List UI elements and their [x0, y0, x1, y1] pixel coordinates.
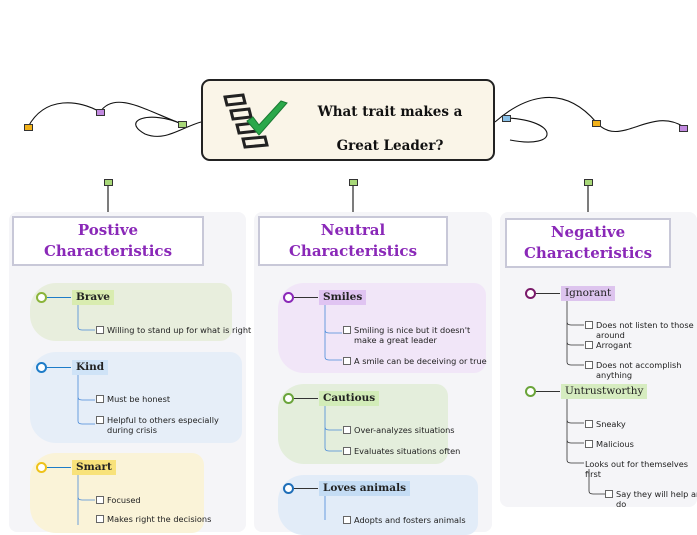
list-item[interactable]: Adopts and fosters animals — [343, 515, 466, 525]
trait-bubble-brave — [30, 283, 232, 341]
checkbox-icon[interactable] — [96, 515, 104, 523]
connector-tag[interactable] — [96, 109, 105, 116]
trait-dot[interactable] — [283, 393, 294, 404]
connector-tag[interactable] — [592, 120, 601, 127]
list-item[interactable]: Makes right the decisions — [96, 514, 211, 524]
trait-branch — [324, 496, 326, 520]
connector-tag[interactable] — [502, 115, 511, 122]
list-item[interactable]: Sneaky — [585, 419, 626, 429]
trait-cautious[interactable]: Cautious — [319, 391, 380, 406]
connector-tag[interactable] — [349, 179, 358, 186]
list-item[interactable]: Evaluates situations often — [343, 446, 460, 456]
category-title: Postive Characteristics — [43, 221, 173, 260]
checkbox-icon[interactable] — [343, 447, 351, 455]
category-title: Neutral Characteristics — [288, 221, 418, 260]
connector-tag[interactable] — [584, 179, 593, 186]
category-neutral[interactable]: Neutral Characteristics — [258, 216, 448, 266]
checkbox-icon[interactable] — [343, 326, 351, 334]
checkbox-icon[interactable] — [96, 416, 104, 424]
list-item[interactable]: Arrogant — [585, 340, 632, 350]
trait-arrow-line — [47, 297, 71, 298]
checklist-icon — [223, 93, 288, 149]
trait-dot[interactable] — [525, 288, 536, 299]
list-item[interactable]: Does not listen to those around — [585, 320, 697, 340]
trait-arrow-line — [294, 488, 318, 489]
list-item[interactable]: Must be honest — [96, 394, 170, 404]
list-item[interactable]: Focused — [96, 495, 141, 505]
trait-branch — [77, 305, 95, 331]
central-topic-title: What trait makes a Great Leader? — [317, 104, 463, 154]
mind-map-canvas: What trait makes a Great Leader? Postive… — [12, 79, 697, 535]
checkbox-icon[interactable] — [585, 321, 593, 329]
trait-dot[interactable] — [283, 292, 294, 303]
checkbox-icon[interactable] — [343, 426, 351, 434]
trait-arrow-line — [47, 367, 71, 368]
left-loop-curve — [135, 116, 202, 137]
trait-dot[interactable] — [36, 292, 47, 303]
connector-tag[interactable] — [24, 124, 33, 131]
category-positive[interactable]: Postive Characteristics — [12, 216, 204, 266]
trait-ignorant[interactable]: Ignorant — [561, 286, 616, 301]
trait-dot[interactable] — [525, 386, 536, 397]
list-item[interactable]: Does not accomplish anything — [585, 360, 697, 380]
right-loop-curve — [505, 117, 548, 143]
list-item[interactable]: Malicious — [585, 439, 634, 449]
list-item[interactable]: Over-analyzes situations — [343, 425, 455, 435]
trait-bubble-smiles — [278, 283, 486, 373]
trait-branch — [324, 305, 342, 361]
connector-tag[interactable] — [679, 125, 688, 132]
trait-branch — [566, 301, 584, 366]
checkbox-icon[interactable] — [585, 420, 593, 428]
connector-tag[interactable] — [104, 179, 113, 186]
checkbox-icon[interactable] — [585, 361, 593, 369]
checkbox-icon[interactable] — [585, 341, 593, 349]
checkbox-icon[interactable] — [343, 516, 351, 524]
list-item[interactable]: Say they will help and do — [605, 489, 697, 509]
trait-arrow-line — [536, 293, 560, 294]
list-item[interactable]: Helpful to others especially during cris… — [96, 415, 232, 435]
checkbox-icon[interactable] — [585, 440, 593, 448]
trait-branch — [77, 375, 95, 425]
central-topic[interactable]: What trait makes a Great Leader? — [201, 79, 495, 161]
right-connector-curve — [494, 96, 685, 133]
trait-dot[interactable] — [36, 362, 47, 373]
trait-smart[interactable]: Smart — [72, 460, 116, 475]
checkbox-icon[interactable] — [96, 395, 104, 403]
checkbox-icon[interactable] — [96, 326, 104, 334]
trait-loves-animals[interactable]: Loves animals — [319, 481, 410, 496]
list-item[interactable]: Smiling is nice but it doesn't make a gr… — [343, 325, 479, 345]
trait-kind[interactable]: Kind — [72, 360, 109, 375]
list-item[interactable]: A smile can be deceiving or true — [343, 356, 487, 366]
connector-tag[interactable] — [178, 121, 187, 128]
checkbox-icon[interactable] — [96, 496, 104, 504]
trait-brave[interactable]: Brave — [72, 290, 114, 305]
list-item[interactable]: Looks out for themselves first — [585, 459, 689, 479]
checkbox-icon[interactable] — [605, 490, 613, 498]
trait-smiles[interactable]: Smiles — [319, 290, 367, 305]
trait-dot[interactable] — [36, 462, 47, 473]
left-connector-curve — [27, 101, 183, 128]
trait-arrow-line — [47, 467, 71, 468]
trait-branch — [566, 399, 605, 495]
trait-untrustworthy[interactable]: Untrustworthy — [561, 384, 648, 399]
trait-arrow-line — [294, 398, 318, 399]
checkbox-icon[interactable] — [343, 357, 351, 365]
trait-branch — [324, 406, 342, 452]
list-item[interactable]: Willing to stand up for what is right — [96, 325, 251, 335]
category-title: Negative Characteristics — [523, 223, 653, 262]
category-negative[interactable]: Negative Characteristics — [505, 218, 671, 268]
trait-dot[interactable] — [283, 483, 294, 494]
trait-arrow-line — [294, 297, 318, 298]
trait-arrow-line — [536, 391, 560, 392]
